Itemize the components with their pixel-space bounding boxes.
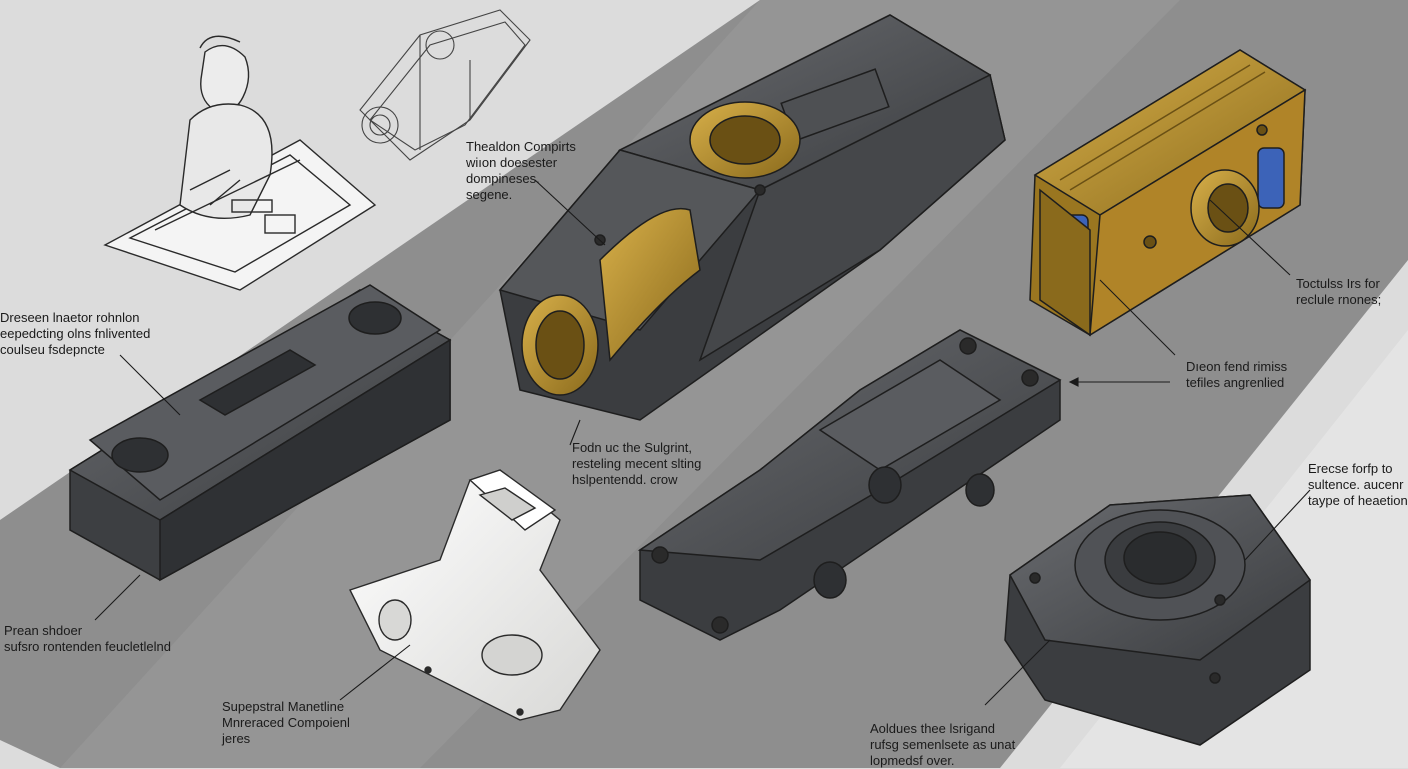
callout-line: Dreseen lnaetor rohnlon (0, 310, 140, 325)
callout-line: Erecse forfp to (1308, 461, 1393, 476)
brass-bracket-icon (1029, 49, 1307, 337)
callout-bottom-right: Aoldues thee lsrigand rufsg semenlsete a… (870, 721, 1015, 769)
callout-line: taype of heaetion (1308, 493, 1408, 508)
callout-line: lopmedsf over. (870, 753, 955, 768)
callout-right-mid: Dıeon fend rimiss tefiles angrenlied (1186, 359, 1287, 391)
callout-line: Supepstral Manetline (222, 699, 345, 714)
wireframe-part-icon (359, 9, 531, 161)
callout-line: rufsg semenlsete as unat (870, 737, 1016, 752)
callout-center-mid: Fodn uc the Sulgrint, resteling mecent s… (572, 440, 701, 488)
callout-top-center: Thealdon Compirts wiıon doesester dompin… (466, 139, 576, 203)
flanged-base-icon (1004, 494, 1312, 746)
callout-bottom-center: Supepstral Manetline Mnreraced Compoienl… (222, 699, 350, 747)
callout-left-lower: Prean shdoer sufsro rontenden feucletlel… (4, 623, 171, 655)
engineer-sketch-icon (103, 35, 377, 291)
callout-line: jeres (222, 731, 251, 746)
callout-line: Aoldues thee lsrigand (870, 721, 996, 736)
machined-block-icon (68, 284, 452, 582)
callout-line: sultence. aucenr (1308, 477, 1404, 492)
callout-line: resteling mecent slting (572, 456, 702, 471)
hinge-bracket-icon (637, 329, 1062, 641)
callout-line: Mnreraced Compoienl (222, 715, 350, 730)
callout-line: Prean shdoer (4, 623, 83, 638)
callout-line: Toctulss Irs for (1296, 276, 1380, 291)
callout-line: coulseu fsdepncte (0, 342, 105, 357)
callout-line: tefiles angrenlied (1186, 375, 1285, 390)
callout-line: reclule rnones; (1296, 292, 1382, 307)
callout-line: hslpentendd. crow (572, 472, 678, 487)
callout-line: sufsro rontenden feucletlelnd (4, 639, 171, 654)
callout-right-lower: Erecse forfp to sultence. aucenr taype o… (1308, 461, 1408, 509)
callout-left-upper: Dreseen lnaetor rohnlon eepedcting olns … (0, 310, 150, 358)
callout-line: dompineses. (466, 171, 540, 186)
callout-line: wiıon doesester (466, 155, 558, 170)
callout-right-top: Toctulss Irs for reclule rnones; (1296, 276, 1381, 308)
brass-bushing-housing-icon (498, 14, 1006, 421)
callout-line: Thealdon Compirts (466, 139, 576, 154)
white-bracket-icon (349, 469, 601, 721)
callout-line: Fodn uc the Sulgrint, (572, 440, 692, 455)
callout-leaders (94, 179, 1311, 706)
callout-line: segene. (466, 187, 513, 202)
callout-line: Dıeon fend rimiss (1186, 359, 1288, 374)
callout-line: eepedcting olns fnlivented (0, 326, 151, 341)
